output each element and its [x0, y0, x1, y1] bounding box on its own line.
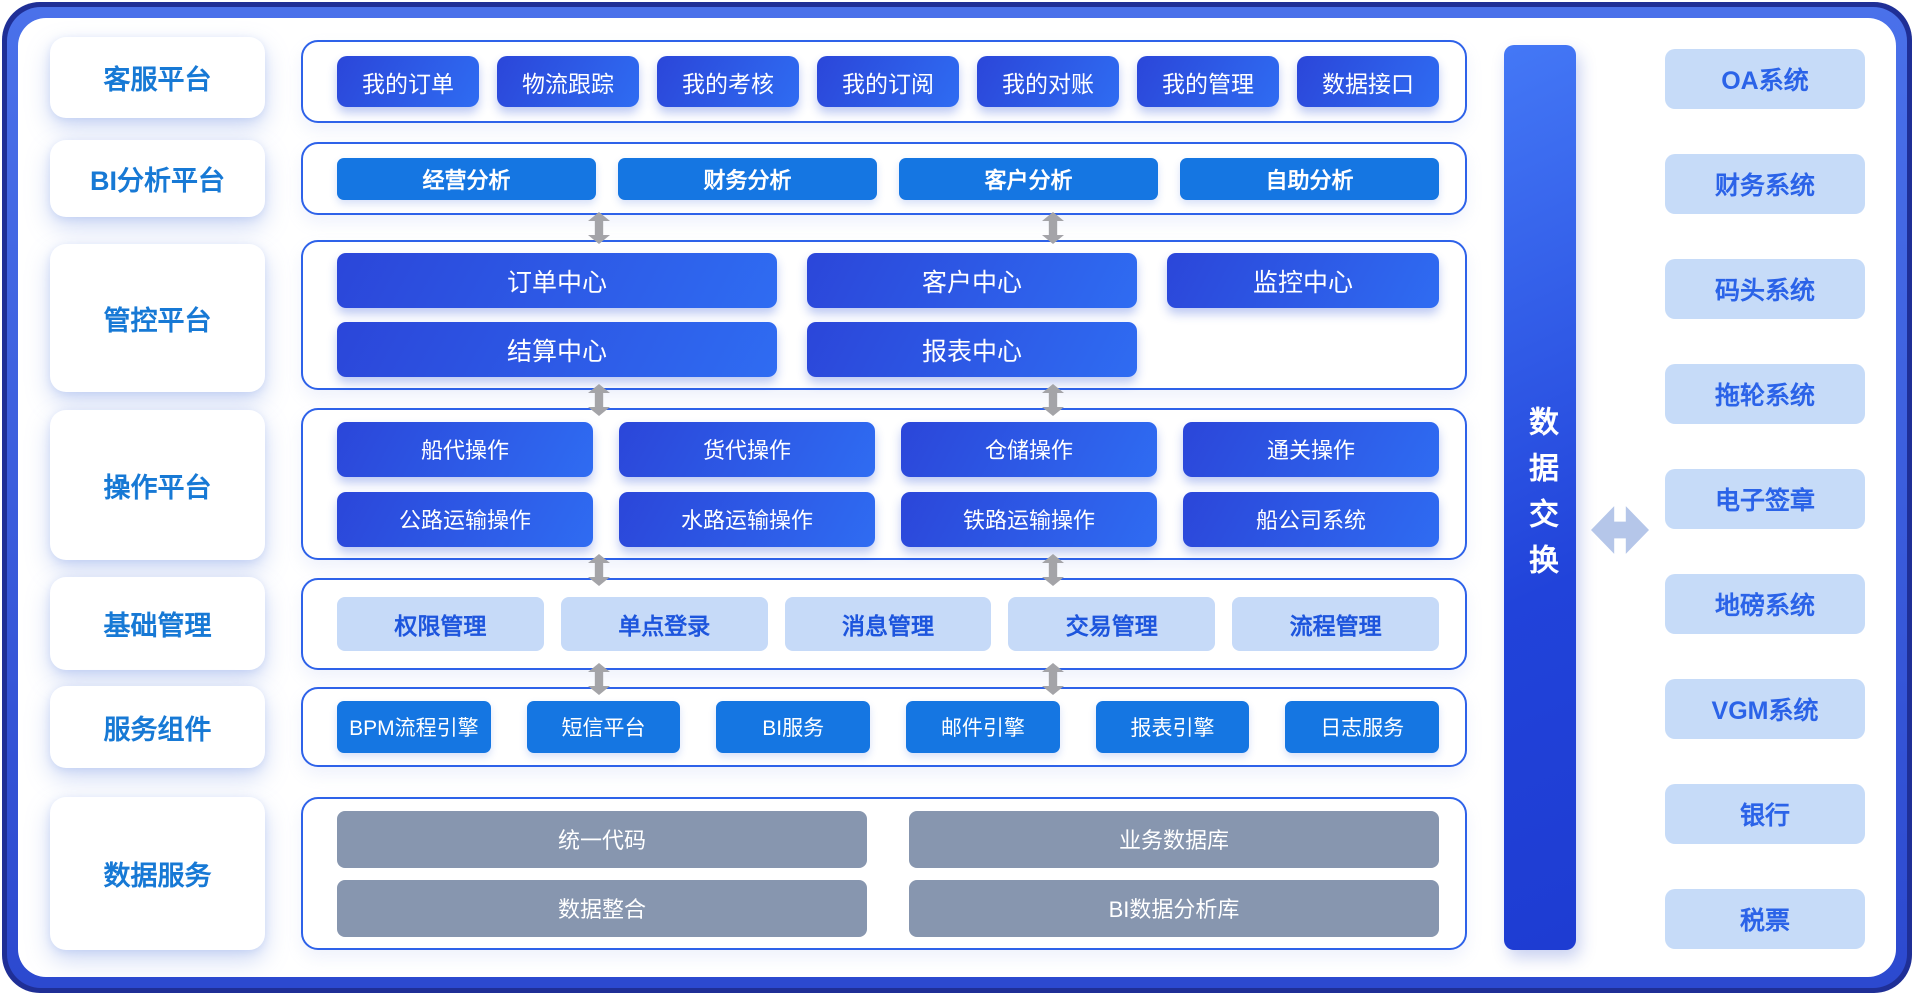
row-container-service-components: BPM流程引擎短信平台 BI服务邮件引擎报表引擎日志服务 [301, 687, 1467, 767]
data-exchange-bar: 数据交换 [1504, 45, 1576, 950]
data-services-module: 数据整合 [337, 879, 867, 937]
platform-label-customer-service-platform: 客服平台 [50, 37, 265, 118]
external-system-box: OA系统 [1665, 49, 1865, 109]
data-services-module: 业务数据库 [909, 810, 1439, 868]
customer-service-platform-module: 我的订阅 [817, 56, 959, 107]
service-components-module: 日志服务 [1285, 701, 1440, 753]
external-system-box: 银行 [1665, 784, 1865, 844]
external-system-box: 码头系统 [1665, 259, 1865, 319]
service-components-module: 短信平台 [526, 701, 681, 753]
basic-management-module: 流程管理 [1232, 597, 1439, 651]
operation-platform-module: 货代操作 [619, 421, 875, 477]
vertical-double-arrow-icon [1042, 663, 1064, 695]
control-platform-module: 监控中心 [1167, 253, 1439, 308]
platform-label-service-components: 服务组件 [50, 686, 265, 768]
operation-platform-module: 铁路运输操作 [901, 491, 1157, 547]
vertical-double-arrow-icon [588, 384, 610, 416]
basic-management-module: 交易管理 [1008, 597, 1216, 651]
vertical-double-arrow-icon [1042, 212, 1064, 244]
service-components-module: 报表引擎 [1095, 701, 1250, 753]
data-services-module: BI数据分析库 [909, 879, 1439, 937]
external-system-box: 税票 [1665, 889, 1865, 949]
operation-platform-module: 公路运输操作 [337, 491, 593, 547]
service-components-module: BI服务 [716, 701, 871, 753]
external-systems-column: OA系统财务系统码头系统拖轮系统电子签章地磅系统 VGM系统银行税票 [1665, 49, 1865, 949]
row-container-customer-service-platform: 我的订单物流跟踪我的考核我的订阅我的对账我的管理数据接口 [301, 40, 1467, 123]
row-container-operation-platform: 船代操作货代操作仓储操作通关操作公路运输操作水路运输操作铁路运输操作船公司系统 [301, 408, 1467, 560]
basic-management-module: 权限管理 [337, 597, 544, 651]
row-container-basic-management: 权限管理单点登录消息管理交易管理流程管理 [301, 578, 1467, 670]
platform-label-control-platform: 管控平台 [50, 244, 265, 392]
row-container-bi-analysis-platform: 经营分析财务分析客户分析自助分析 [301, 142, 1467, 215]
customer-service-platform-module: 我的考核 [657, 56, 799, 107]
control-platform-module: 报表中心 [807, 322, 1137, 377]
bi-analysis-platform-module: 财务分析 [618, 157, 877, 200]
basic-management-module: 单点登录 [560, 597, 768, 651]
bi-analysis-platform-module: 客户分析 [899, 157, 1158, 200]
basic-management-module: 消息管理 [784, 597, 992, 651]
operation-platform-module: 船公司系统 [1183, 491, 1439, 547]
customer-service-platform-module: 数据接口 [1297, 56, 1439, 107]
row-container-data-services: 统一代码业务数据库数据整合 BI数据分析库 [301, 797, 1467, 950]
platform-label-basic-management: 基础管理 [50, 577, 265, 670]
operation-platform-module: 通关操作 [1183, 421, 1439, 477]
horizontal-double-arrow-icon [1591, 506, 1649, 554]
external-system-box: 财务系统 [1665, 154, 1865, 214]
customer-service-platform-module: 我的对账 [977, 56, 1119, 107]
data-services-module: 统一代码 [337, 810, 867, 868]
external-system-box: 拖轮系统 [1665, 364, 1865, 424]
control-platform-module: 客户中心 [807, 253, 1137, 308]
row-container-control-platform: 订单中心客户中心监控中心结算中心报表中心 [301, 240, 1467, 390]
data-exchange-label: 数据交换 [1524, 405, 1557, 590]
operation-platform-module: 水路运输操作 [619, 491, 875, 547]
customer-service-platform-module: 我的订单 [337, 56, 479, 107]
platform-label-data-services: 数据服务 [50, 797, 265, 950]
platform-label-bi-analysis-platform: BI分析平台 [50, 140, 265, 217]
operation-platform-module: 船代操作 [337, 421, 593, 477]
vertical-double-arrow-icon [588, 554, 610, 586]
bi-analysis-platform-module: 经营分析 [337, 157, 596, 200]
vertical-double-arrow-icon [588, 212, 610, 244]
service-components-module: 邮件引擎 [906, 701, 1060, 753]
external-system-box: 电子签章 [1665, 469, 1865, 529]
vertical-double-arrow-icon [588, 663, 610, 695]
external-system-box: 地磅系统 [1665, 574, 1865, 634]
customer-service-platform-module: 我的管理 [1137, 56, 1279, 107]
control-platform-module: 结算中心 [337, 322, 777, 377]
control-platform-module: 订单中心 [337, 253, 777, 308]
external-system-box: VGM系统 [1665, 679, 1865, 739]
bi-analysis-platform-module: 自助分析 [1180, 157, 1439, 200]
vertical-double-arrow-icon [1042, 554, 1064, 586]
customer-service-platform-module: 物流跟踪 [497, 56, 639, 107]
operation-platform-module: 仓储操作 [901, 421, 1157, 477]
service-components-module: BPM流程引擎 [337, 701, 491, 753]
platform-label-operation-platform: 操作平台 [50, 410, 265, 560]
vertical-double-arrow-icon [1042, 384, 1064, 416]
